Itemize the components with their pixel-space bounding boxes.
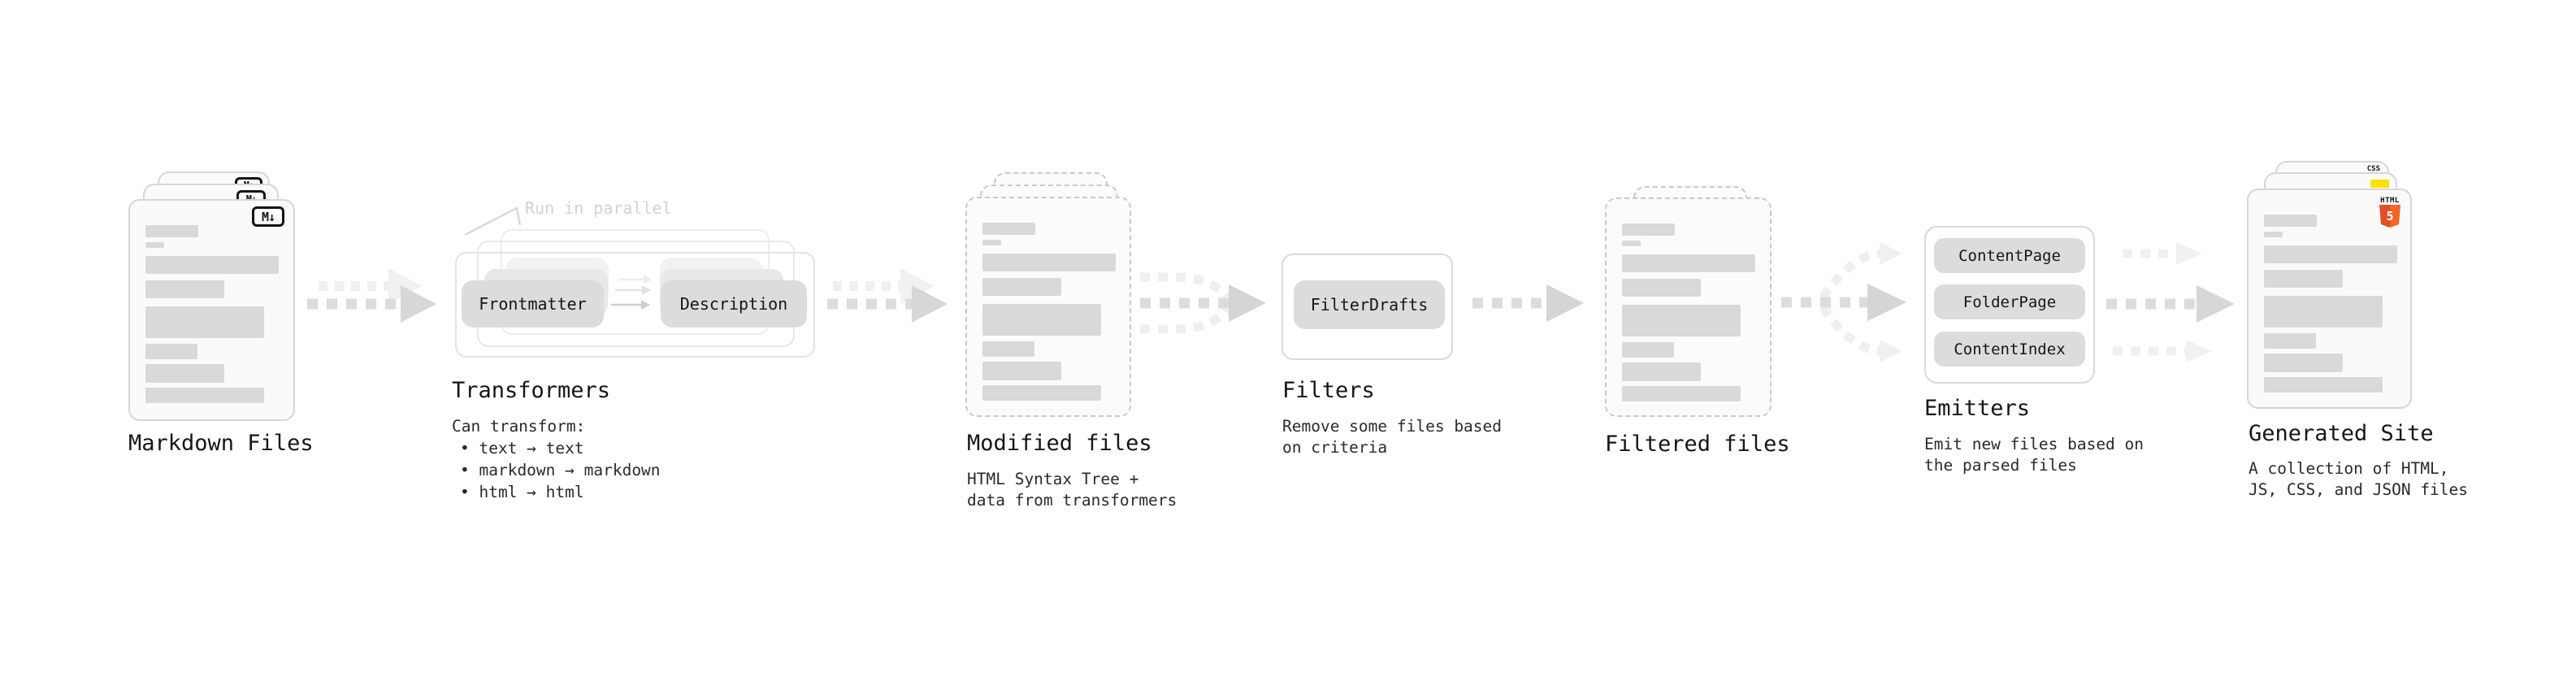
text-line-bar [982, 223, 1035, 235]
html5-icon: HTML 5 [2379, 197, 2400, 228]
text-line-bar [1622, 386, 1741, 401]
file-card-front [1605, 197, 1772, 417]
note-bullet: • markdown → markdown [460, 461, 661, 479]
arrow-transformers-to-modified [827, 268, 948, 323]
html5-shield: 5 [2379, 205, 2400, 228]
text-line-bar [145, 225, 198, 237]
text-line-bar [982, 385, 1101, 401]
doc-text-lines [130, 201, 293, 419]
emitters-description: Emit new files based on the parsed files [1924, 434, 2144, 476]
desc-line: on criteria [1282, 438, 1388, 457]
text-line-bar [2264, 232, 2283, 237]
text-line-bar [145, 280, 224, 298]
stage-title-filters: Filters [1282, 378, 1375, 403]
text-line-bar [145, 256, 279, 274]
html5-icon-label: HTML [2380, 197, 2400, 205]
emitter-pill-folderpage: FolderPage [1934, 284, 2085, 319]
run-in-parallel-leader-line [464, 206, 522, 236]
arrow-modified-to-filters-merge [1140, 272, 1266, 334]
desc-line: Remove some files based [1282, 417, 1503, 436]
markdown-icon: M↓ [252, 206, 284, 227]
text-line-bar [982, 362, 1061, 380]
desc-line: the parsed files [1924, 456, 2077, 475]
html5-number: 5 [2386, 209, 2393, 223]
text-line-bar [145, 306, 264, 338]
text-line-bar [1622, 223, 1675, 236]
file-card-front: HTML 5 [2247, 189, 2412, 409]
desc-line: A collection of HTML, [2249, 459, 2449, 478]
desc-line: JS, CSS, and JSON files [2249, 480, 2469, 499]
text-line-bar [145, 364, 224, 383]
doc-text-lines [1607, 199, 1770, 415]
text-line-bar [1622, 362, 1701, 381]
run-in-parallel-label: Run in parallel [525, 198, 672, 218]
emitter-pill-contentindex: ContentIndex [1934, 332, 2085, 367]
file-card-front: M↓ [128, 199, 295, 421]
stage-title-modified-files: Modified files [967, 431, 1152, 456]
text-line-bar [1622, 254, 1755, 272]
text-line-bar [2264, 354, 2343, 372]
text-line-bar [145, 242, 164, 248]
stage-title-generated-site: Generated Site [2249, 421, 2434, 446]
text-line-bar [982, 341, 1034, 357]
doc-text-lines [967, 198, 1130, 415]
modified-files-description: HTML Syntax Tree + data from transformer… [967, 469, 1177, 511]
transformer-pill-description: Description [661, 280, 807, 327]
filter-pill-filterdrafts: FilterDrafts [1294, 280, 1445, 329]
note-bullet: • html → html [460, 483, 584, 501]
note-heading: Can transform: [452, 417, 586, 436]
text-line-bar [982, 278, 1061, 296]
filters-description: Remove some files based on criteria [1282, 416, 1502, 458]
text-line-bar [2264, 333, 2316, 349]
arrow-filtered-to-emitters-fork [1781, 242, 1906, 362]
text-line-bar [2264, 377, 2383, 393]
text-line-bar [2264, 296, 2383, 327]
transformer-pill-frontmatter: Frontmatter [462, 280, 604, 327]
parallel-run-arrows [611, 275, 652, 310]
text-line-bar [1622, 279, 1701, 297]
text-line-bar [1622, 342, 1674, 358]
text-line-bar [1622, 241, 1641, 246]
transformers-note: Can transform: • text → text • markdown … [452, 415, 661, 503]
desc-line: HTML Syntax Tree + [967, 470, 1139, 488]
text-line-bar [982, 304, 1101, 336]
text-line-bar [982, 254, 1116, 271]
text-line-bar [2264, 245, 2397, 263]
note-bullet: • text → text [460, 439, 584, 458]
stage-title-transformers: Transformers [452, 378, 611, 403]
stage-title-markdown-files: Markdown Files [128, 431, 314, 456]
arrow-filters-to-filtered [1472, 284, 1584, 322]
stage-title-emitters: Emitters [1924, 396, 2031, 421]
text-line-bar [145, 344, 197, 359]
desc-line: Emit new files based on [1924, 435, 2144, 453]
text-line-bar [2264, 215, 2317, 227]
doc-text-lines [2249, 190, 2410, 407]
css-icon-label: CSS [2366, 165, 2380, 173]
text-line-bar [982, 240, 1001, 245]
desc-line: data from transformers [967, 491, 1177, 510]
text-line-bar [2264, 270, 2343, 288]
generated-site-description: A collection of HTML, JS, CSS, and JSON … [2249, 458, 2468, 501]
arrows-emitters-to-generated [2106, 242, 2235, 362]
transformer-box-front [455, 252, 815, 358]
js-icon [2370, 180, 2389, 188]
text-line-bar [1622, 305, 1741, 336]
text-line-bar [145, 388, 264, 403]
emitter-pill-contentpage: ContentPage [1934, 238, 2085, 273]
stage-title-filtered-files: Filtered files [1605, 432, 1790, 457]
arrow-markdown-to-transformers [307, 268, 436, 323]
file-card-front [965, 197, 1131, 417]
